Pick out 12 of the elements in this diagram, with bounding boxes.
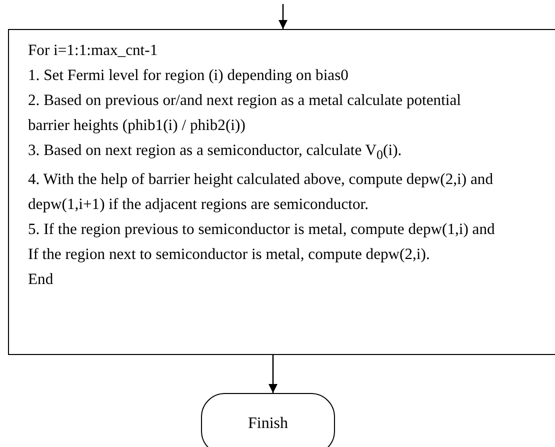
arrow xyxy=(268,355,278,393)
step-text: 5. If the region previous to semiconductor is metal, compute depw(1,i) and If the region next to semiconductor is metal, compute depw(2,i). xyxy=(28,220,496,266)
step-text: 2. Based on previous or/and next region as a metal calculate potential barrier heights (phib1(i) / phib2(i)) xyxy=(28,91,462,136)
process-box xyxy=(8,29,555,355)
step-text: For i=1:1:max_cnt-1 xyxy=(28,41,159,61)
arrow xyxy=(278,4,288,29)
step-text: 1. Set Fermi level for region (i) depending on bias0 xyxy=(28,66,350,86)
step-text: 3. Based on next region as a semiconductor, calculate V$_{0}$(i). xyxy=(28,141,403,164)
step-text: Finish xyxy=(248,415,288,433)
step-text: 4. With the help of barrier height calculated above, compute depw(2,i) and depw(1,i+1) if the adjacent regions are semiconductor. xyxy=(28,170,494,216)
terminator-box xyxy=(201,393,335,447)
step-text: End xyxy=(28,270,54,290)
